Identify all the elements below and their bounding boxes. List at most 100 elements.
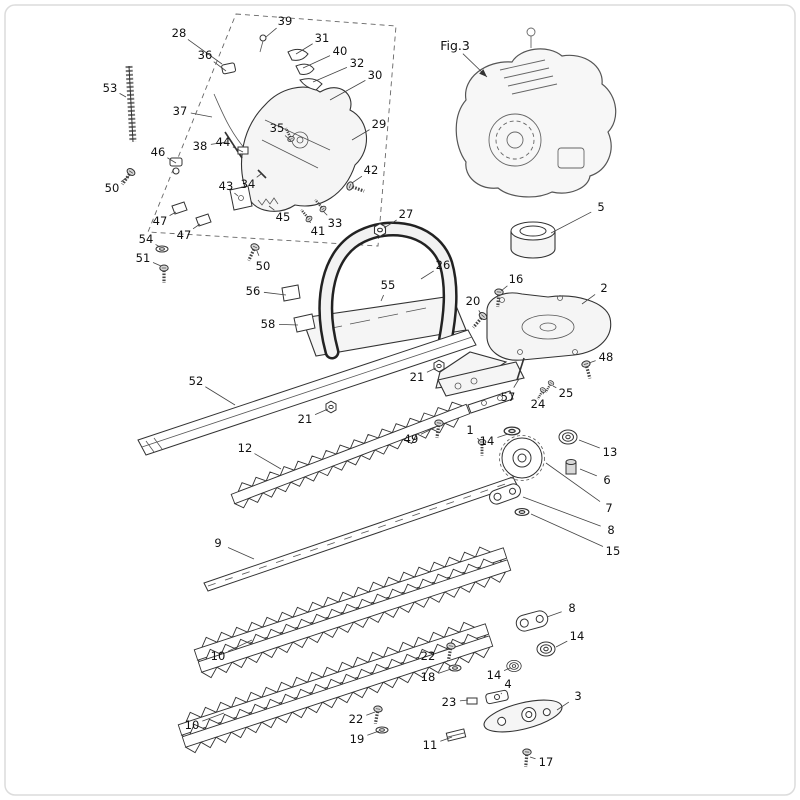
part-7-gear: [499, 435, 545, 481]
leader-line: [530, 513, 604, 547]
part-number-label: 8: [568, 601, 575, 615]
part-number-label: 53: [103, 81, 118, 95]
part-23-clip: [466, 697, 478, 705]
leader-line: [555, 640, 568, 648]
part-46-clamp: [169, 157, 183, 167]
part-number-label: 16: [509, 272, 524, 286]
part-number-label: 52: [189, 374, 204, 388]
part-number-label: 32: [350, 56, 365, 70]
part-number-label: 11: [423, 738, 438, 752]
part-4-plate: [485, 689, 509, 705]
leader-line: [155, 244, 161, 248]
leader-line: [314, 408, 329, 415]
leader-line: [205, 386, 236, 406]
leader-line: [552, 385, 557, 389]
leader-line: [497, 433, 509, 438]
part-number-label: 1: [466, 423, 473, 437]
leader-line: [169, 211, 177, 216]
leader-line: [119, 93, 127, 98]
dashed-group-box: [147, 13, 397, 247]
part-number-label: 19: [350, 732, 365, 746]
leader-line: [210, 141, 228, 145]
part-54-washer: [155, 245, 169, 253]
leader-line: [284, 135, 292, 142]
part-36-connector: [221, 62, 237, 75]
part-number-label: 22: [349, 712, 364, 726]
leader-line: [426, 367, 437, 373]
leader-line: [227, 639, 253, 652]
leader-line: [420, 270, 434, 280]
part-57-stud: [516, 357, 525, 381]
part-14-washer: [503, 426, 521, 436]
part-number-label: 49: [404, 432, 419, 446]
part-number-label: 33: [328, 216, 343, 230]
part-number-label: 27: [399, 207, 414, 221]
part-number-label: 39: [278, 14, 293, 28]
part-37-cable: [213, 93, 247, 151]
part-number-label: 23: [442, 695, 457, 709]
part-5-clutch-drum: [510, 221, 556, 259]
part-number-label: 37: [173, 104, 188, 118]
part-10-blade: [181, 633, 494, 754]
leader-line: [459, 699, 469, 702]
part-number-label: 14: [487, 668, 502, 682]
part-31-trigger: [287, 48, 309, 61]
part-number-label: 5: [597, 200, 604, 214]
leader-line: [295, 43, 313, 55]
part-11-spacer: [445, 728, 467, 742]
part-number-label: 58: [261, 317, 276, 331]
leader-line: [263, 291, 287, 296]
part-number-label: 7: [605, 501, 612, 515]
leader-line: [268, 205, 275, 211]
leader-line: [213, 61, 227, 72]
part-2-gear-housing: [435, 292, 612, 397]
leader-line: [581, 294, 596, 305]
leader-line: [322, 210, 328, 216]
figure-ref-label: Fig.3: [440, 38, 470, 53]
leader-line: [367, 730, 380, 736]
part-number-label: 30: [368, 68, 383, 82]
leader-line: [351, 175, 363, 184]
part-47-clamp-b: [195, 213, 212, 227]
part-26-loop-handle: [301, 221, 467, 360]
part-8-link-upper: [489, 483, 521, 505]
leader-line: [478, 310, 482, 315]
part-10-blade: [197, 558, 512, 679]
leader-line: [278, 323, 299, 326]
part-30-handle-housing: [241, 86, 368, 212]
leader-line: [546, 611, 562, 618]
part-45-spring: [257, 197, 279, 206]
leader-line: [256, 250, 260, 256]
part-number-label: 40: [333, 44, 348, 58]
part-12-blade: [230, 401, 471, 509]
leader-line: [302, 55, 331, 69]
part-number-label: 8: [607, 523, 614, 537]
part-number-label: 24: [531, 397, 546, 411]
part-number-label: 41: [311, 224, 326, 238]
part-40-lever: [295, 63, 315, 75]
part-number-label: 43: [219, 179, 234, 193]
part-47-clamp-a: [171, 201, 188, 215]
part-number-label: 12: [238, 441, 253, 455]
leader-line: [500, 692, 503, 695]
part-number-label: 3: [574, 689, 581, 703]
leader-line: [578, 439, 600, 449]
part-number-label: 18: [421, 670, 436, 684]
leader-line: [152, 262, 162, 267]
leader-line: [420, 426, 437, 435]
part-number-label: 6: [603, 473, 610, 487]
part-22-screw: [369, 703, 385, 727]
part-13-bearing: [558, 429, 578, 445]
leader-line: [190, 112, 213, 118]
leader-line: [579, 468, 597, 477]
part-19-washer: [375, 726, 389, 734]
part-18-washer: [448, 664, 462, 672]
blade-mount-plate: [437, 361, 525, 397]
leader-line: [529, 756, 536, 760]
part-6-bolt: [565, 459, 577, 475]
leader-line: [477, 437, 481, 442]
part-number-label: 22: [421, 649, 436, 663]
part-25-screw: [542, 378, 556, 395]
part-14-bearing: [536, 641, 556, 657]
